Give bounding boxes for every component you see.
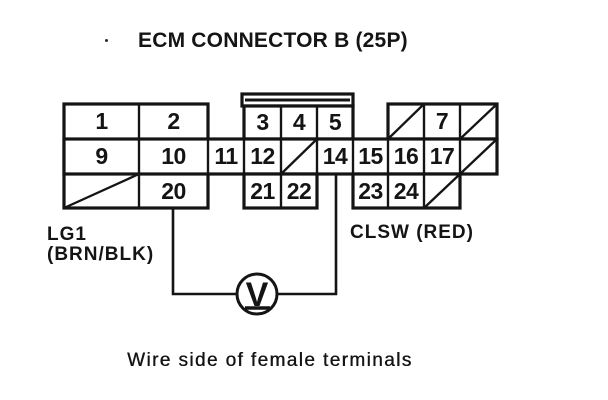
diagonal-blank-6 <box>387 103 425 140</box>
pin-label-21: 21 <box>250 177 275 204</box>
diagonal-blank-25 <box>423 173 461 209</box>
wire-label-lg1-name: LG1 <box>47 224 87 245</box>
pin-label-9: 9 <box>95 143 108 169</box>
pin-label-2: 2 <box>167 108 180 134</box>
pin-label-7: 7 <box>435 108 449 134</box>
cell-blank-25 <box>422 172 462 210</box>
voltmeter-circle <box>235 272 279 316</box>
pin-label-23: 23 <box>358 177 383 204</box>
pin-label-5: 5 <box>328 109 342 135</box>
diagram-caption: Wire side of female terminals <box>127 350 413 371</box>
wire-label-lg1: LG1 (BRN/BLK) <box>47 225 154 265</box>
pin-label-12: 12 <box>250 143 275 169</box>
pin-label-16: 16 <box>393 143 419 169</box>
diagonal-blank-8 <box>459 103 498 140</box>
voltmeter-symbol: V <box>246 276 269 314</box>
pin-label-11: 11 <box>214 143 238 169</box>
diagonal-blank-13 <box>280 138 318 175</box>
pin-label-10: 10 <box>161 143 186 169</box>
diagonal-blank-18 <box>459 138 498 175</box>
scan-artifact-dot <box>105 39 108 42</box>
pin-label-17: 17 <box>429 143 455 169</box>
pin-label-20: 20 <box>161 177 186 204</box>
pin-label-3: 3 <box>256 109 269 135</box>
wire-label-lg1-color: (BRN/BLK) <box>47 244 155 265</box>
wire-label-clsw: CLSW (RED) <box>350 222 474 243</box>
pin-label-1: 1 <box>95 108 108 134</box>
cell-pin-22 <box>279 172 319 210</box>
pin-label-4: 4 <box>292 109 306 135</box>
diagram-title: ECM CONNECTOR B (25P) <box>138 29 408 52</box>
cell-blank-18 <box>458 137 499 176</box>
pin-label-15: 15 <box>358 143 383 169</box>
wire-lg1-lead <box>171 208 236 296</box>
pin-label-24: 24 <box>393 177 419 204</box>
diagonal-blank-19 <box>63 172 140 210</box>
pin-label-22: 22 <box>286 177 312 204</box>
wire-clsw-lead <box>278 174 338 296</box>
pin-label-14: 14 <box>322 143 348 169</box>
